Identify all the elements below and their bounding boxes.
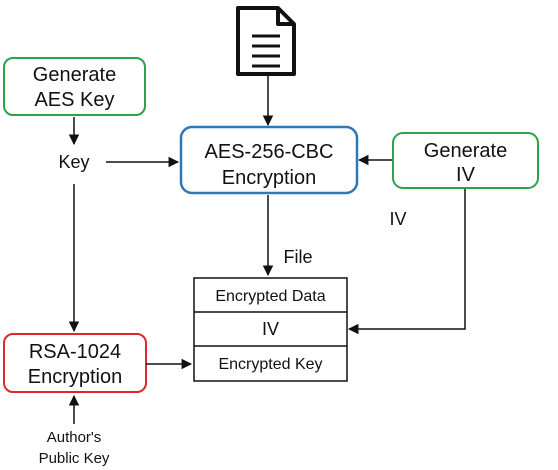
author-public-key-line2: Public Key — [39, 450, 110, 467]
generate-iv-node: Generate IV — [392, 132, 539, 189]
rsa-encryption-line2: Encryption — [28, 366, 123, 388]
author-public-key-line1: Author's — [47, 429, 102, 446]
generate-iv-to-table-arrow — [347, 189, 466, 335]
encrypted-output-table: Encrypted Data IV Encrypted Key — [193, 277, 348, 382]
rsa-encryption-line1: RSA-1024 — [29, 341, 121, 363]
iv-label: IV — [389, 209, 406, 229]
connector-arrows — [68, 76, 466, 424]
aes-encryption-line2: Encryption — [222, 167, 317, 189]
encrypted-data-row: Encrypted Data — [215, 288, 325, 305]
aes-encryption-node: AES-256-CBC Encryption — [179, 125, 359, 195]
generate-aes-key-line1: Generate — [33, 64, 116, 86]
document-icon — [236, 6, 296, 76]
generate-aes-key-node: Generate AES Key — [3, 57, 146, 116]
generate-iv-line1: Generate — [424, 140, 507, 162]
aes-encryption-line1: AES-256-CBC — [205, 141, 334, 163]
key-label: Key — [58, 152, 89, 172]
generate-aes-key-line2: AES Key — [34, 89, 114, 111]
file-label: File — [283, 247, 312, 267]
rsa-encryption-node: RSA-1024 Encryption — [3, 333, 147, 393]
iv-row: IV — [262, 319, 279, 339]
generate-iv-line2: IV — [456, 164, 476, 186]
encrypted-key-row: Encrypted Key — [218, 356, 322, 373]
